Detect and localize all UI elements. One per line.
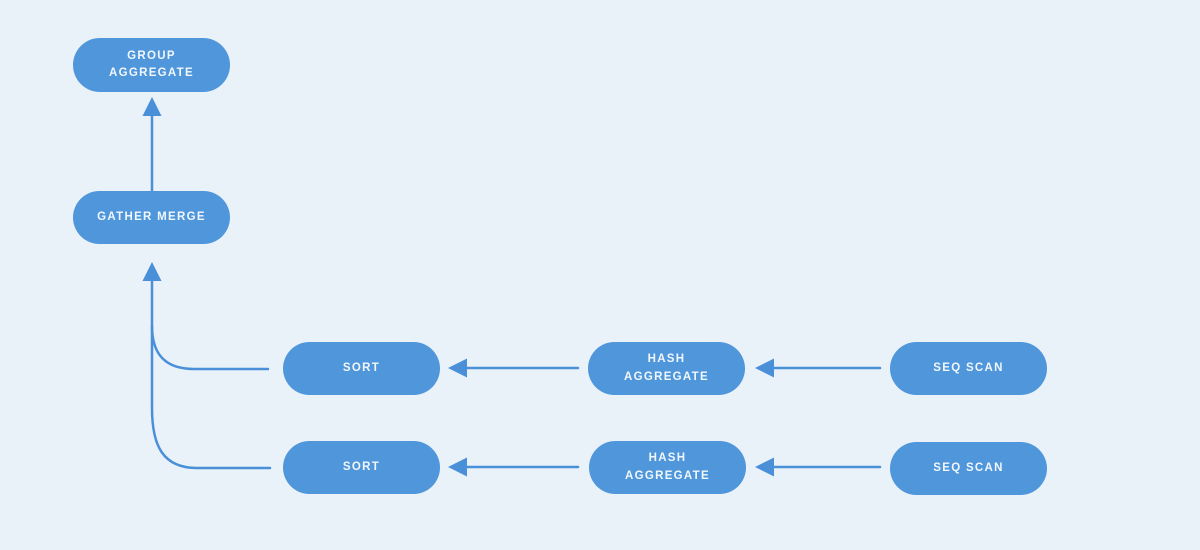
node-sort-2-label: SORT xyxy=(342,460,381,473)
edge-sort-1-to-gather-merge xyxy=(150,324,270,371)
arrowhead-up-group-aggregate xyxy=(142,97,162,116)
arrowhead-left-hash-aggregate-2 xyxy=(755,457,774,477)
arrowhead-left-hash-aggregate-1 xyxy=(755,358,774,378)
node-hash-aggregate-2[interactable]: HASH AGGREGATE xyxy=(589,441,746,494)
node-group-aggregate-label: GROUP AGGREGATE xyxy=(109,49,194,79)
node-sort-1-label: SORT xyxy=(342,361,381,374)
arrowhead-up-gather-merge xyxy=(142,262,162,281)
node-hash-aggregate-2-label: HASH AGGREGATE xyxy=(625,452,710,482)
node-seq-scan-1[interactable]: SEQ SCAN xyxy=(890,342,1047,395)
arrowhead-left-sort-1 xyxy=(448,358,467,378)
edge-sort-2-to-gather-merge xyxy=(150,277,272,470)
node-gather-merge-label: GATHER MERGE xyxy=(97,210,206,223)
node-sort-1[interactable]: SORT xyxy=(283,342,440,395)
node-seq-scan-2[interactable]: SEQ SCAN xyxy=(890,442,1047,495)
node-seq-scan-2-label: SEQ SCAN xyxy=(933,461,1004,474)
node-hash-aggregate-1[interactable]: HASH AGGREGATE xyxy=(588,342,745,395)
arrowhead-left-sort-2 xyxy=(448,457,467,477)
node-seq-scan-1-label: SEQ SCAN xyxy=(933,361,1004,374)
node-hash-aggregate-1-label: HASH AGGREGATE xyxy=(624,353,709,383)
node-sort-2[interactable]: SORT xyxy=(283,441,440,494)
node-group-aggregate[interactable]: GROUP AGGREGATE xyxy=(73,38,230,92)
node-gather-merge[interactable]: GATHER MERGE xyxy=(73,191,230,244)
